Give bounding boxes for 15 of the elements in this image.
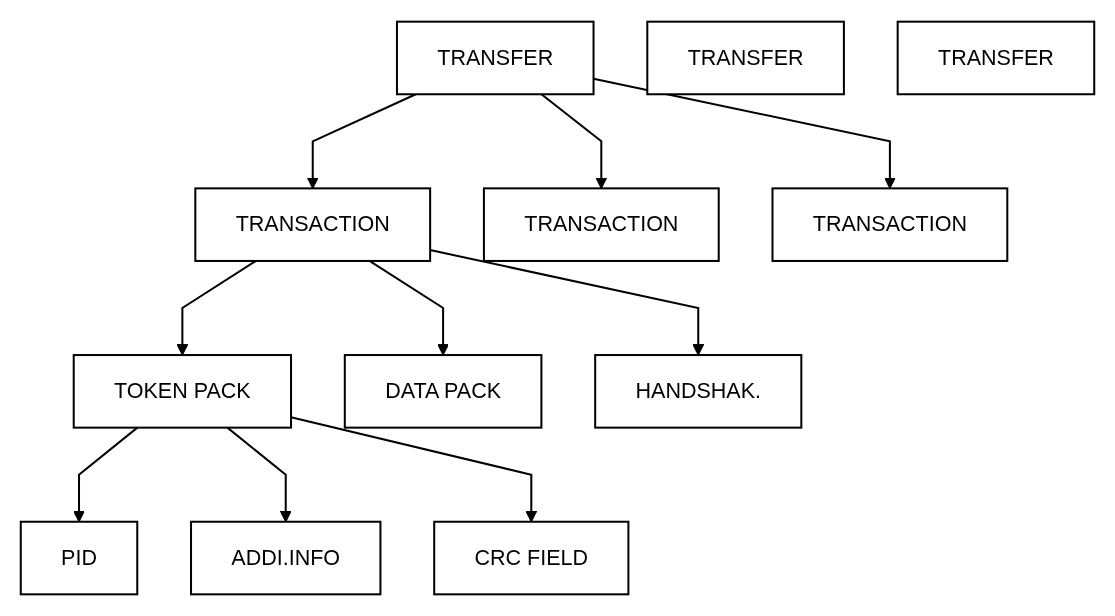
node-box: TRANSFER [896, 20, 1096, 96]
arrow [176, 260, 257, 356]
node-box: CRC FIELD [433, 520, 630, 596]
node-box: TRANSFER [395, 20, 595, 96]
node-box: TRANSFER [646, 20, 845, 96]
node-box: TRANSACTION [771, 187, 1009, 262]
node-box: HANDSHAK. [594, 354, 803, 429]
node-box: ADDI.INFO [190, 520, 382, 596]
node-box: TOKEN PACK [72, 354, 293, 429]
node-box: TRANSACTION [194, 187, 432, 262]
arrow [368, 260, 449, 356]
arrow [593, 77, 896, 189]
node-box: DATA PACK [343, 354, 543, 429]
node-box: TRANSACTION [482, 187, 720, 262]
node-box: PID [19, 520, 139, 596]
